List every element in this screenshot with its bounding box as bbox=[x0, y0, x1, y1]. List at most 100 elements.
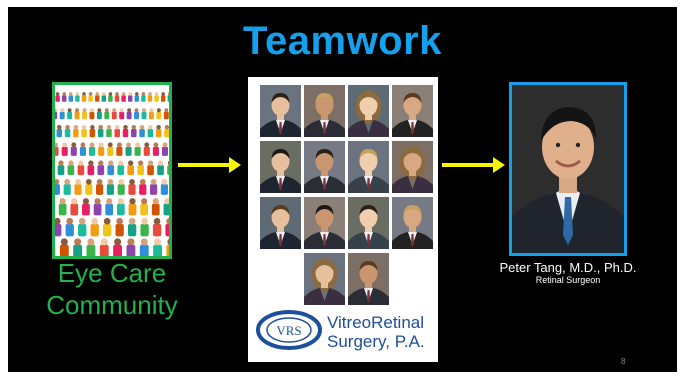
crowd-person-body bbox=[156, 111, 162, 120]
crowd-person-head bbox=[106, 198, 113, 205]
crowd-person-body bbox=[167, 165, 169, 176]
practice-name-line1: VitreoRetinal bbox=[327, 313, 425, 332]
crowd-person-head bbox=[137, 160, 144, 166]
headshot-photo-icon bbox=[348, 85, 389, 137]
team-member-photo bbox=[348, 85, 389, 137]
headshot-photo-icon bbox=[512, 85, 624, 253]
crowd-person-body bbox=[82, 203, 90, 216]
crowd-person-body bbox=[114, 95, 120, 102]
crowd-person-body bbox=[63, 184, 71, 195]
crowd-person-body bbox=[73, 128, 79, 138]
crowd-person-body bbox=[101, 95, 106, 102]
crowd-person-head bbox=[97, 108, 102, 113]
crowd-person-head bbox=[81, 125, 87, 130]
crowd-person-head bbox=[96, 178, 103, 185]
crowd-person-body bbox=[81, 95, 87, 102]
crowd-person-body bbox=[165, 223, 169, 237]
crowd-person-body bbox=[114, 128, 120, 138]
crowd-person-head bbox=[127, 108, 132, 113]
crowd-person-body bbox=[70, 146, 77, 156]
crowd-person-head bbox=[65, 125, 70, 130]
crowd-person-head bbox=[154, 92, 159, 96]
team-member-photo bbox=[260, 141, 301, 193]
team-member-photo bbox=[304, 141, 345, 193]
crowd-person-head bbox=[115, 125, 120, 130]
crowd-person-body bbox=[67, 111, 73, 120]
team-member-photo bbox=[260, 197, 301, 249]
crowd-person-head bbox=[157, 160, 164, 166]
crowd-person-head bbox=[128, 92, 132, 96]
crowd-person-head bbox=[57, 125, 62, 130]
crowd-person-head bbox=[73, 125, 79, 130]
slide-title: Teamwork bbox=[243, 19, 442, 63]
team-member-photo bbox=[392, 141, 433, 193]
crowd-person-head bbox=[58, 160, 64, 166]
crowd-person-head bbox=[167, 160, 169, 166]
crowd-person-body bbox=[153, 244, 162, 256]
crowd-person-head bbox=[108, 160, 114, 166]
crowd-person-body bbox=[68, 95, 73, 102]
team-member-photo bbox=[392, 85, 433, 137]
crowd-person-body bbox=[108, 95, 113, 102]
crowd-person-head bbox=[75, 92, 80, 96]
crowd-person-head bbox=[82, 198, 90, 205]
crowd-person-head bbox=[149, 108, 154, 113]
crowd-person-head bbox=[141, 92, 146, 96]
crowd-person-head bbox=[107, 142, 113, 148]
crowd-person-head bbox=[55, 178, 60, 185]
crowd-person-head bbox=[116, 142, 122, 148]
crowd-person-body bbox=[103, 223, 112, 237]
crowd-person-body bbox=[117, 165, 125, 176]
crowd-person-head bbox=[55, 142, 58, 148]
crowd-person-head bbox=[64, 178, 71, 185]
crowd-person-body bbox=[82, 111, 87, 120]
crowd-person-body bbox=[74, 184, 82, 195]
team-member-photo bbox=[304, 85, 345, 137]
crowd-person-body bbox=[113, 244, 123, 256]
crowd-person-head bbox=[98, 142, 104, 148]
crowd-person-body bbox=[141, 111, 147, 120]
crowd-person-head bbox=[82, 92, 86, 96]
crowd-person-body bbox=[111, 111, 117, 120]
surgeon-role: Retinal Surgeon bbox=[535, 275, 601, 285]
crowd-person-body bbox=[61, 146, 68, 156]
crowd-person-head bbox=[91, 217, 99, 225]
crowd-person-head bbox=[128, 160, 134, 166]
crowd-person-body bbox=[119, 111, 125, 120]
crowd-person-head bbox=[108, 92, 113, 96]
page-number: 8 bbox=[621, 357, 626, 366]
crowd-person-body bbox=[73, 244, 83, 256]
crowd-person-body bbox=[117, 184, 125, 195]
headshot-photo-icon bbox=[392, 85, 433, 137]
crowd-person-head bbox=[102, 92, 106, 96]
crowd-person-head bbox=[118, 160, 124, 166]
crowd-person-head bbox=[162, 142, 168, 148]
crowd-person-head bbox=[140, 238, 148, 246]
crowd-person-head bbox=[85, 178, 92, 185]
headshot-photo-icon bbox=[392, 197, 433, 249]
crowd-person-body bbox=[164, 128, 169, 138]
crowd-person-body bbox=[122, 128, 129, 138]
crowd-person-head bbox=[153, 217, 161, 225]
crowd-person-body bbox=[78, 223, 87, 237]
crowd-person-body bbox=[57, 165, 65, 176]
team-member-photo bbox=[392, 197, 433, 249]
community-caption-line2: Community bbox=[46, 290, 178, 320]
crowd-person-head bbox=[82, 108, 87, 113]
crowd-person-head bbox=[88, 160, 94, 166]
crowd-person-head bbox=[55, 108, 57, 113]
crowd-person-body bbox=[141, 95, 146, 102]
crowd-person-head bbox=[78, 160, 84, 166]
crowd-person-body bbox=[160, 184, 168, 195]
crowd-person-body bbox=[107, 146, 114, 156]
crowd-illustration bbox=[55, 92, 169, 256]
crowd-person-head bbox=[128, 217, 136, 225]
crowd-person-head bbox=[164, 125, 169, 130]
crowd-person-head bbox=[90, 125, 95, 130]
crowd-person-body bbox=[155, 128, 162, 138]
crowd-person-head bbox=[114, 238, 122, 246]
crowd-person-head bbox=[152, 198, 159, 205]
crowd-person-head bbox=[148, 125, 153, 130]
crowd-person-head bbox=[60, 238, 68, 246]
headshot-photo-icon bbox=[260, 197, 301, 249]
